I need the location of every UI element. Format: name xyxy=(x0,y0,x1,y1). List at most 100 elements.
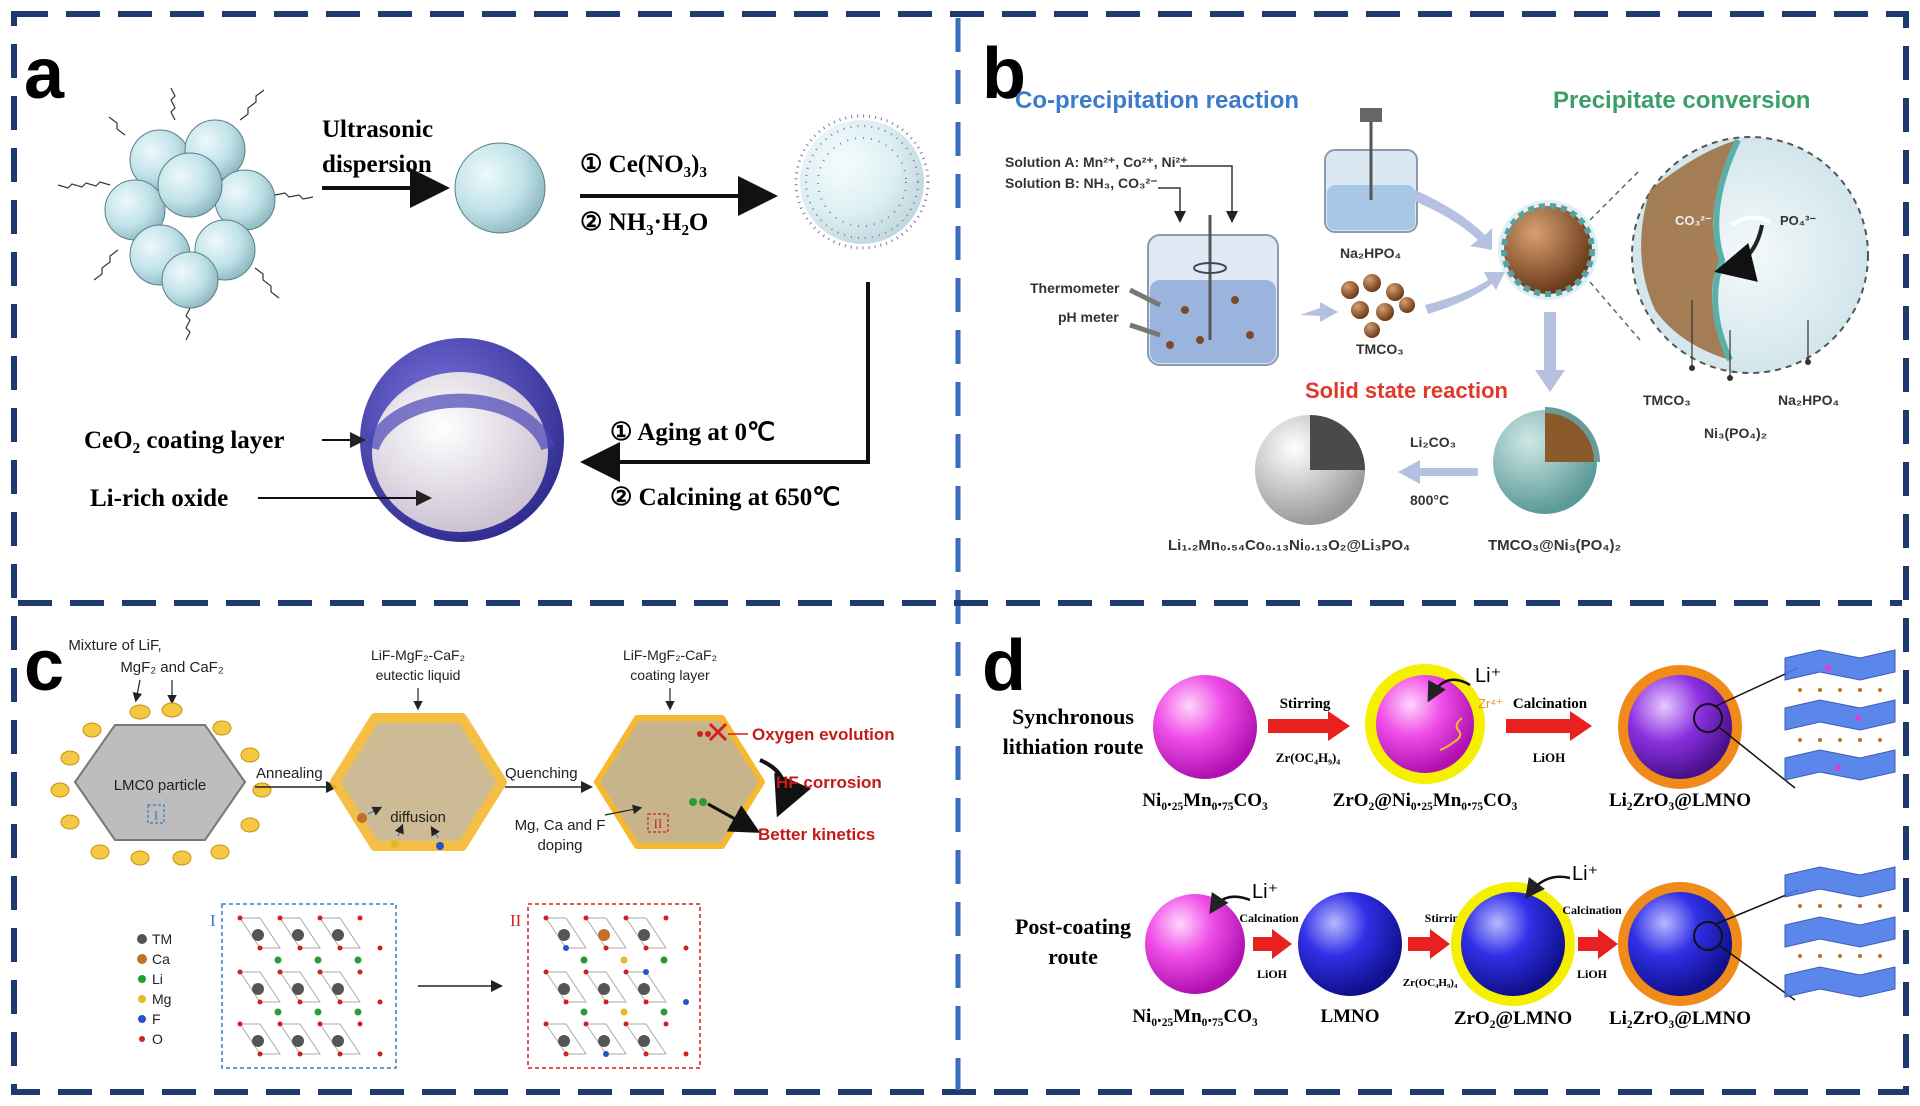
na2hpo4-beaker xyxy=(1324,108,1418,233)
li2co3-label: Li₂CO₃ xyxy=(1410,434,1456,450)
panel-d: d Synchronous lithiation route Ni₀.₂₅Mn₀… xyxy=(982,626,1896,1029)
legend-dot-ca xyxy=(137,954,147,964)
route2-label-line2: route xyxy=(1048,944,1098,969)
route1-zr-reagent: Zr(OC₄H₉)₄ xyxy=(1276,750,1341,765)
na2hpo4-label: Na₂HPO₄ xyxy=(1340,245,1401,261)
better-kinetics-label: Better kinetics xyxy=(758,825,875,844)
arrow-kinetics xyxy=(707,802,761,833)
coated-hex-particle xyxy=(594,715,765,849)
product-final-label: Li₁.₂Mn₀.₅₄Co₀.₁₃Ni₀.₁₃O₂@Li₃PO₄ xyxy=(1168,537,1410,554)
structure-i-title: I xyxy=(210,911,216,930)
feed-line-b xyxy=(1158,187,1186,223)
route1-label-line1: Synchronous xyxy=(1012,704,1134,729)
coating-label-line2: coating layer xyxy=(630,667,710,683)
crystal-structure-i xyxy=(221,903,397,1069)
ph-meter-label: pH meter xyxy=(1058,309,1119,325)
legend-ca: Ca xyxy=(152,951,170,967)
conversion-particle xyxy=(1498,200,1598,300)
step3-cond1: ① Aging at 0℃ xyxy=(610,419,775,446)
solution-b: Solution B: NH₃, CO₃²⁻ xyxy=(1005,175,1158,191)
quenching-label: Quenching xyxy=(505,765,578,782)
core-shell-particle xyxy=(360,338,564,542)
route2-zr-reagent: Zr(OC₄H₉)₄ xyxy=(1403,977,1458,989)
title-coprecipitation: Co-precipitation reaction xyxy=(1015,87,1299,114)
legend-f: F xyxy=(152,1011,161,1027)
route2-final-label: Li₂ZrO₃@LMNO xyxy=(1609,1008,1751,1029)
arrow-solid-state xyxy=(1398,460,1478,484)
region-marker-i: I xyxy=(154,808,158,823)
route1-lioh: LiOH xyxy=(1533,750,1566,765)
legend-dot-li xyxy=(138,975,146,983)
legend-li: Li xyxy=(152,971,163,987)
route2-zro2-label: ZrO₂@LMNO xyxy=(1454,1008,1572,1029)
tmco3-label: TMCO₃ xyxy=(1356,341,1404,357)
route2-crystal-structure xyxy=(1784,866,1896,998)
route2-li-ion-2: Li⁺ xyxy=(1572,863,1598,885)
step3-cond2: ② Calcining at 650℃ xyxy=(610,484,840,511)
arrow-aging xyxy=(580,282,870,482)
route1-precursor-sphere xyxy=(1153,675,1257,779)
zoom-circle xyxy=(1631,136,1869,374)
legend-dot-f xyxy=(138,1015,146,1023)
step1-label-line1: Ultrasonic xyxy=(322,116,433,143)
solid-state-title: Solid state reaction xyxy=(1305,378,1508,403)
element-legend: TM Ca Li Mg F O xyxy=(137,931,172,1047)
zoom-line-top xyxy=(1589,169,1641,221)
agglomerate-cluster xyxy=(104,119,276,309)
zoom-tmco3-label: TMCO₃ xyxy=(1643,392,1691,408)
route2-calcination-1: Calcination xyxy=(1239,911,1299,925)
route1-stirring: Stirring xyxy=(1280,696,1331,712)
doping-label-line2: doping xyxy=(537,837,582,854)
route1-calcination: Calcination xyxy=(1513,696,1588,712)
legend-tm: TM xyxy=(152,931,172,947)
crystal-structure-ii xyxy=(527,903,701,1069)
route1-arrow-calcination xyxy=(1506,711,1592,741)
legend-mg: Mg xyxy=(152,991,171,1007)
ultrasonic-waves xyxy=(57,87,314,341)
route2-lioh-2: LiOH xyxy=(1577,967,1608,981)
mixture-label-line2: MgF₂ and CaF₂ xyxy=(120,659,224,676)
region-marker-ii: II xyxy=(654,816,663,831)
reactor-beaker xyxy=(1128,215,1279,366)
step2-reagent2: ② NH₃·H₂O xyxy=(580,209,708,236)
zoom-line-bottom xyxy=(1589,281,1641,341)
solution-a: Solution A: Mn²⁺, Co²⁺, Ni²⁺ xyxy=(1005,154,1188,170)
oxygen-evolution-label: Oxygen evolution xyxy=(752,725,895,744)
panel-c: c Mixture of LiF, MgF₂ and CaF₂ LMC0 par… xyxy=(24,626,895,1069)
structure-ii-title: II xyxy=(510,911,522,930)
route2-lmno-label: LMNO xyxy=(1320,1006,1379,1027)
zoom-ni3po4-label: Ni₃(PO₄)₂ xyxy=(1704,425,1767,441)
route1-crystal-structure xyxy=(1784,649,1896,781)
label-coating-layer: CeO₂ coating layer xyxy=(84,427,285,454)
route2-lioh-1: LiOH xyxy=(1257,967,1288,981)
tmco3-ni3po4-particle xyxy=(1493,407,1600,514)
label-li-rich-oxide: Li-rich oxide xyxy=(90,485,228,512)
panel-b: b Co-precipitation reaction Precipitate … xyxy=(982,34,1869,554)
legend-dot-mg xyxy=(138,995,146,1003)
route2-precursor-sphere xyxy=(1145,891,1251,994)
route2-arrow-2 xyxy=(1408,929,1450,959)
panel-letter-c: c xyxy=(24,626,64,706)
arrow-to-tmco3 xyxy=(1300,302,1338,322)
hf-corrosion-label: HF corrosion xyxy=(776,773,882,792)
route2-arrow-1 xyxy=(1253,929,1292,959)
route1-zro2-label: ZrO₂@Ni₀.₂₅Mn₀.₇₅CO₃ xyxy=(1333,790,1518,811)
route2-calcination-2: Calcination xyxy=(1562,903,1622,917)
legend-dot-tm xyxy=(137,934,147,944)
fluoride-clusters xyxy=(50,702,272,866)
annealing-label: Annealing xyxy=(256,765,323,782)
route1-li-ion: Li⁺ xyxy=(1475,665,1501,687)
arrow-hf xyxy=(759,758,811,818)
title-precipitate-conversion: Precipitate conversion xyxy=(1553,87,1810,114)
route2-final-sphere xyxy=(1618,882,1799,1006)
panel-letter-a: a xyxy=(24,34,65,114)
panel-letter-d: d xyxy=(982,626,1026,706)
step1-label-line2: dispersion xyxy=(322,151,432,178)
zoom-po4-label: PO₄³⁻ xyxy=(1780,213,1816,228)
feed-line-a xyxy=(1180,165,1238,223)
temperature-label: 800°C xyxy=(1410,492,1449,508)
arrow-down-conversion xyxy=(1535,312,1565,392)
mixture-label-line1: Mixture of LiF, xyxy=(68,637,161,654)
route1-label-line2: lithiation route xyxy=(1003,734,1144,759)
